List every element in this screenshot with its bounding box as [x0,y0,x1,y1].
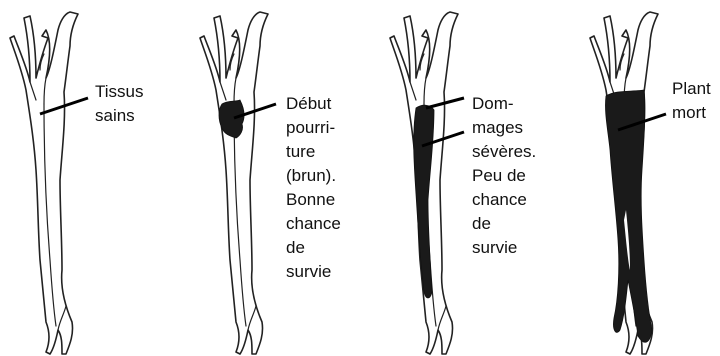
caption-early-rot: Début pourri- ture (brun). Bonne chance … [286,92,341,284]
caption-line: sains [95,104,144,128]
caption-line: mort [672,101,711,125]
caption-line: sévères. [472,140,536,164]
stem-early-rot [200,12,276,354]
caption-line: Dom- [472,92,536,116]
caption-dead: Plant mort [672,77,711,125]
caption-line: (brun). [286,164,341,188]
caption-line: Bonne [286,188,341,212]
caption-line: survie [472,236,536,260]
caption-severe: Dom- mages sévères. Peu de chance de sur… [472,92,536,260]
caption-healthy: Tissus sains [95,80,144,128]
caption-line: Début [286,92,341,116]
caption-line: chance [286,212,341,236]
caption-line: pourri- [286,116,341,140]
caption-line: mages [472,116,536,140]
caption-line: Peu de [472,164,536,188]
stem-dead [590,12,666,354]
caption-line: survie [286,260,341,284]
caption-line: ture [286,140,341,164]
caption-line: Plant [672,77,711,101]
caption-line: de [286,236,341,260]
caption-line: Tissus [95,80,144,104]
caption-line: de [472,212,536,236]
caption-line: chance [472,188,536,212]
stem-healthy [10,12,88,354]
stem-severe [390,12,464,354]
